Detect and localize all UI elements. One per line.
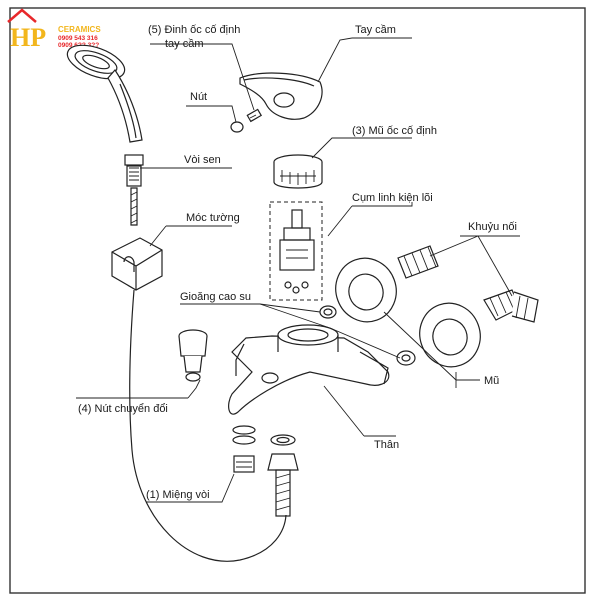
cover-cap-lower-part [419, 302, 481, 368]
logo-brand: CERAMICS [58, 25, 101, 34]
label-tay-cam: Tay cầm [355, 24, 396, 36]
spout-rings-part [232, 425, 296, 446]
label-voi-sen: Vòi sen [184, 154, 221, 166]
cartridge-assembly-part [269, 201, 323, 301]
label-nut-chuyen-doi: (4) Nút chuyển đổi [78, 403, 168, 415]
handle-lever-part [239, 72, 323, 120]
logo-mark: HP [10, 23, 46, 52]
label-dinh-oc-line1: (5) Đinh ốc cố định [148, 24, 240, 36]
faucet-body-part [228, 324, 390, 415]
diverter-button-part [178, 329, 208, 382]
label-gioang: Gioăng cao su [180, 291, 251, 303]
button-cap-part [230, 121, 244, 133]
elbow-connector-lower-part [483, 289, 539, 323]
leader-lines [76, 37, 520, 503]
label-than: Thân [374, 439, 399, 451]
logo-phone-1: 0909 543 316 [58, 35, 98, 42]
logo-roof-icon [7, 8, 37, 23]
label-mu: Mũ [484, 375, 499, 387]
spout-nozzle-part [233, 455, 255, 473]
label-mu-oc: (3) Mũ ốc cố định [352, 125, 437, 137]
shower-head-part [66, 44, 143, 143]
cover-cap-upper-part [335, 257, 397, 323]
label-cum-linh-kien: Cụm linh kiện lõi [352, 192, 433, 204]
label-mieng-voi: (1) Miệng vòi [146, 489, 210, 501]
label-dinh-oc-line2: tay cầm [165, 38, 204, 50]
label-khuyu-noi: Khuỷu nối [468, 221, 517, 233]
label-nut: Nút [190, 91, 207, 103]
diagram-border [9, 7, 586, 594]
elbow-connector-upper-part [397, 245, 439, 279]
fixing-cap-nut-part [273, 154, 323, 189]
shower-hose-part [124, 154, 287, 562]
wall-hook-part [111, 237, 163, 291]
spout-pipe-part [267, 453, 299, 517]
handle-screw-part [246, 108, 263, 123]
label-moc-tuong: Móc tường [186, 212, 240, 224]
